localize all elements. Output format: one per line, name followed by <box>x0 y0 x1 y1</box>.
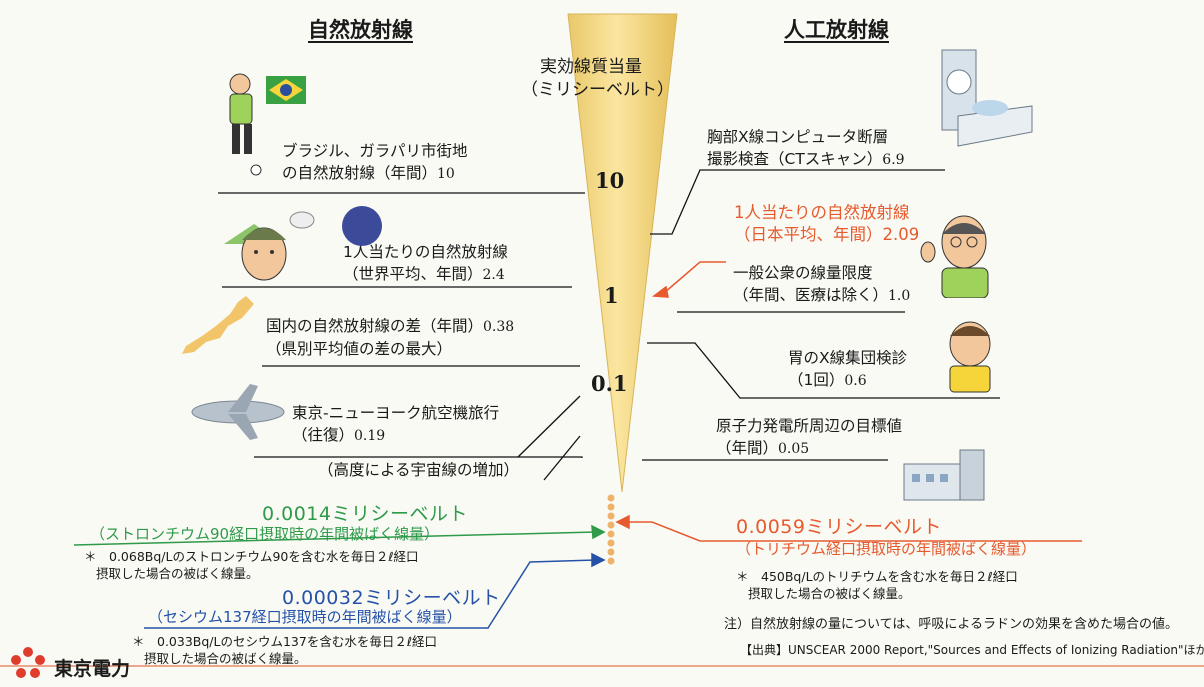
line-cosmic <box>543 435 581 481</box>
tepco-logo <box>8 644 48 686</box>
footnote-radon: 注）自然放射線の量については、呼吸によるラドンの効果を含めた場合の値。 <box>724 617 1178 632</box>
cesium-dose: 0.00032ミリシーベルト <box>282 587 501 609</box>
artificial-stomach-label: 胃のX線集団検診 （1回）0.6 <box>788 349 908 389</box>
tritium-dose: 0.0059ミリシーベルト <box>736 516 942 538</box>
artificial-npp-label: 原子力発電所周辺の目標値 （年間）0.05 <box>716 417 903 457</box>
airplane-icon <box>191 384 285 440</box>
cesium-desc: （セシウム137経口摂取時の年間被ばく線量） <box>148 608 462 626</box>
tepco-logo-text: 東京電力 <box>54 658 131 680</box>
artificial-radiation-header: 人工放射線 <box>784 18 889 42</box>
moon-night-icon <box>342 206 382 246</box>
tritium-note: ＊ 450Bq/Lのトリチウムを含む水を毎日２ℓ経口 摂取した場合の被ばく線量。 <box>736 569 1018 601</box>
tick-0-1: 0.1 <box>591 371 628 396</box>
soccer-player-icon <box>229 73 262 176</box>
source-citation: 【出典】UNSCEAR 2000 Report,"Sources and Eff… <box>740 643 1204 657</box>
strontium-desc: （ストロンチウム90経口摂取時の年間被ばく線量） <box>90 525 440 543</box>
natural-cosmic-label: （高度による宇宙線の増加） <box>318 461 520 479</box>
line-flight <box>254 456 583 458</box>
natural-flight-label: 東京-ニューヨーク航空機旅行 （往復）0.19 <box>292 404 500 444</box>
dose-funnel <box>567 13 678 493</box>
arrow-cesium <box>144 552 606 629</box>
tick-1: 1 <box>604 283 619 308</box>
arrow-tritium <box>615 514 1082 542</box>
natural-brazil-label: ブラジル、ガラパリ市街地 の自然放射線（年間）10 <box>282 142 468 182</box>
artificial-ct-label: 胸部X線コンピュータ断層 撮影検査（CTスキャン）6.9 <box>707 128 905 168</box>
tick-10: 10 <box>595 168 625 193</box>
person-earth-icon <box>224 211 315 281</box>
ct-scanner-icon <box>941 49 1033 147</box>
cesium-note: ＊ 0.033Bq/Lのセシウム137を含む水を毎日２ℓ経口 摂取した場合の被ば… <box>132 634 437 666</box>
line-flight-diag <box>517 395 581 458</box>
arrow-japan-avg <box>651 261 726 298</box>
small-dose-dots <box>607 494 615 565</box>
tepco-logo-mark <box>11 647 45 678</box>
axis-unit: （ミリシーベルト） <box>521 80 674 100</box>
line-ct <box>650 169 945 235</box>
strontium-dose: 0.0014ミリシーベルト <box>262 503 468 525</box>
strontium-note: ＊ 0.068Bq/Lのストロンチウム90を含む水を毎日２ℓ経口 摂取した場合の… <box>84 549 419 581</box>
person-waving-icon <box>920 215 989 298</box>
axis-title: 実効線質当量 <box>540 57 642 77</box>
artificial-limit-label: 一般公衆の線量限度 （年間、医療は除く）1.0 <box>733 264 911 304</box>
natural-domestic-label: 国内の自然放射線の差（年間）0.38 （県別平均値の差の最大） <box>266 317 515 358</box>
brazil-flag-icon <box>266 76 306 104</box>
stomach-exam-icon <box>949 321 991 393</box>
natural-world-label: 1人当たりの自然放射線 （世界平均、年間）2.4 <box>343 243 508 283</box>
natural-radiation-header: 自然放射線 <box>308 18 413 42</box>
tritium-desc: （トリチウム経口摂取時の年間被ばく線量） <box>736 540 1037 558</box>
artificial-japan-avg-label: 1人当たりの自然放射線 （日本平均、年間）2.09 <box>734 203 920 244</box>
line-stomach <box>647 342 1000 399</box>
power-plant-icon <box>903 449 985 501</box>
japan-map-icon <box>182 296 254 354</box>
arrow-strontium <box>73 524 606 546</box>
